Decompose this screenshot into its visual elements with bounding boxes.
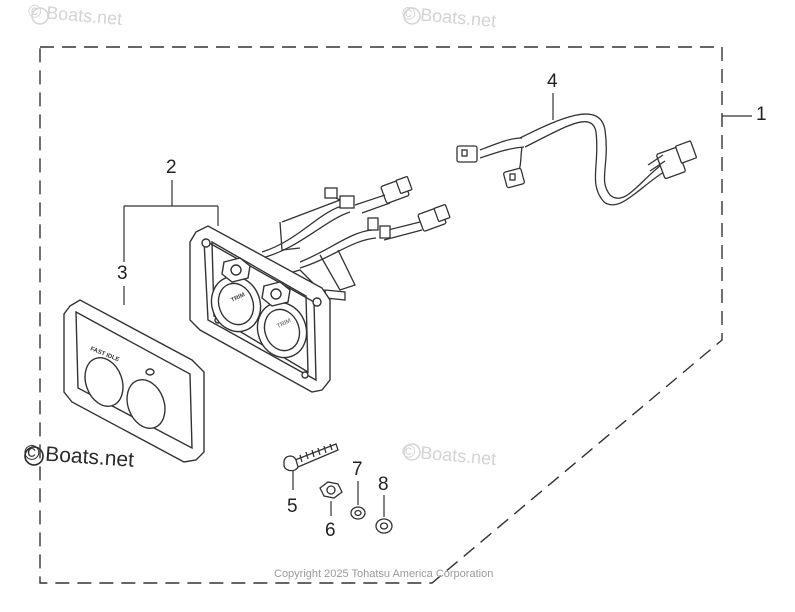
callout-3: 3 [117,263,128,284]
callout-1: 1 [756,104,767,125]
callout-5: 5 [287,496,298,517]
nut [319,481,343,499]
watermark-emblems [31,7,421,461]
kit-boundary [39,46,723,584]
callout-2: 2 [166,157,177,178]
callout-7: 7 [352,459,363,480]
washers [350,506,393,534]
cover-plate [63,299,205,463]
callout-4: 4 [547,71,558,92]
switch-text-left: TRIM [230,292,246,304]
callout-8: 8 [378,474,389,495]
wiring-harness [456,113,697,206]
leader-2 [123,180,219,262]
screw [283,443,339,472]
switch-leads [257,176,451,301]
switch-panel [189,225,331,393]
leader-lines [123,93,752,517]
copyright-notice: Copyright 2025 Tohatsu America Corporati… [274,568,494,580]
switch-text-right: TRIM [276,318,292,330]
watermark-emblem-strong [24,446,44,466]
callout-6: 6 [325,520,336,541]
